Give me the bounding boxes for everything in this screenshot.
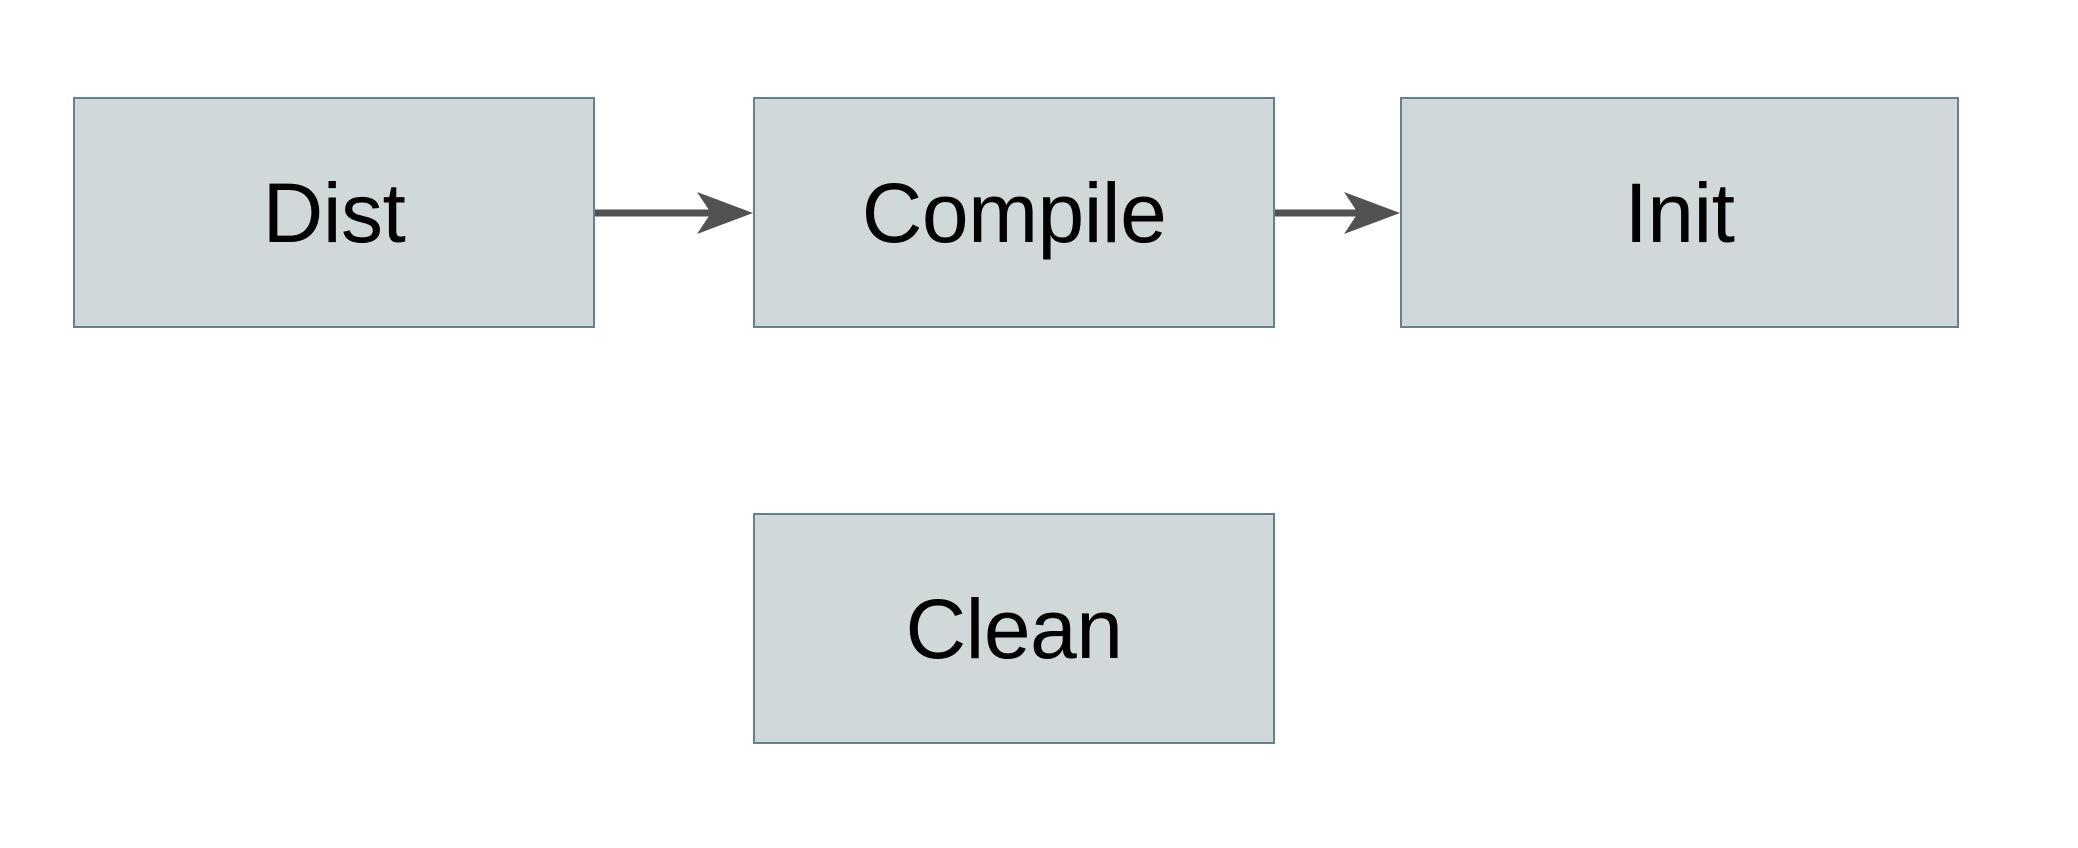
node-label-dist: Dist bbox=[262, 165, 406, 260]
node-label-init: Init bbox=[1624, 165, 1735, 260]
node-label-clean: Clean bbox=[905, 581, 1123, 676]
node-init[interactable]: Init bbox=[1400, 97, 1959, 328]
arrowhead-dist-to-compile bbox=[697, 192, 753, 234]
node-compile[interactable]: Compile bbox=[753, 97, 1275, 328]
edge-compile-to-init[interactable] bbox=[1275, 192, 1400, 234]
node-label-compile: Compile bbox=[861, 165, 1167, 260]
node-dist[interactable]: Dist bbox=[73, 97, 595, 328]
node-clean[interactable]: Clean bbox=[753, 513, 1275, 744]
edge-dist-to-compile[interactable] bbox=[595, 192, 753, 234]
arrowhead-compile-to-init bbox=[1344, 192, 1400, 234]
